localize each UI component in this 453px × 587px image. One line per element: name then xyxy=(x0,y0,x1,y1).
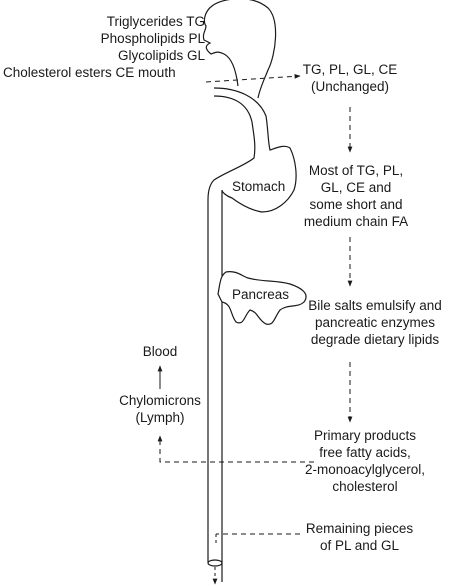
step-primary-line4: cholesterol xyxy=(332,479,398,494)
input-line-tg: Triglycerides TG xyxy=(106,14,205,29)
tube-outlet xyxy=(207,559,223,567)
step-pancreas-line1: Bile salts emulsify and xyxy=(308,298,442,313)
step-pancreas: Bile salts emulsify and pancreatic enzym… xyxy=(300,297,450,348)
arrow-mouth-to-step xyxy=(205,73,301,83)
step-remaining-pieces: Remaining pieces of PL and GL xyxy=(302,520,417,554)
step-pancreas-line3: degrade dietary lipids xyxy=(310,332,440,347)
step-mouth-line2: (Unchanged) xyxy=(310,79,390,94)
step-stomach-line4: medium chain FA xyxy=(303,214,409,229)
stomach-label: Stomach xyxy=(232,179,286,194)
input-line-gl: Glycolipids GL xyxy=(117,48,205,63)
chylomicrons-line2: (Lymph) xyxy=(135,410,185,425)
input-line-pl: Phospholipids PL xyxy=(100,31,205,46)
head-outline xyxy=(202,0,277,99)
step-stomach: Most of TG, PL, GL, CE and some short an… xyxy=(296,162,416,230)
step-pancreas-line2: pancreatic enzymes xyxy=(314,315,436,330)
pancreas-outline xyxy=(217,271,307,325)
step-primary-products: Primary products free fatty acids, 2-mon… xyxy=(300,427,430,495)
step-remaining-line1: Remaining pieces xyxy=(305,521,414,536)
chylomicrons-label: Chylomicrons (Lymph) xyxy=(100,392,220,426)
step-mouth: TG, PL, GL, CE (Unchanged) xyxy=(290,61,410,95)
chylomicrons-line1: Chylomicrons xyxy=(119,393,201,408)
arrow-primary-to-chylomicrons xyxy=(157,435,314,463)
step-remaining-line2: of PL and GL xyxy=(319,538,400,553)
step-stomach-line3: some short and xyxy=(309,197,403,212)
esophagus-inner-line xyxy=(207,95,256,562)
step-primary-line1: Primary products xyxy=(313,428,417,443)
step-stomach-line2: GL, CE and xyxy=(320,180,392,195)
input-line-ce: Cholesterol esters CE mouth xyxy=(3,65,176,80)
esophagus-stomach-outline xyxy=(213,87,297,582)
blood-label: Blood xyxy=(142,344,178,359)
input-lipids-label: Triglycerides TG Phospholipids PL Glycol… xyxy=(101,13,205,64)
step-primary-line2: free fatty acids, xyxy=(319,445,411,460)
step-mouth-line1: TG, PL, GL, CE xyxy=(302,62,398,77)
step-primary-line3: 2-monoacylglycerol, xyxy=(304,462,426,477)
pancreas-label: Pancreas xyxy=(232,287,290,302)
step-stomach-line1: Most of TG, PL, xyxy=(308,163,404,178)
